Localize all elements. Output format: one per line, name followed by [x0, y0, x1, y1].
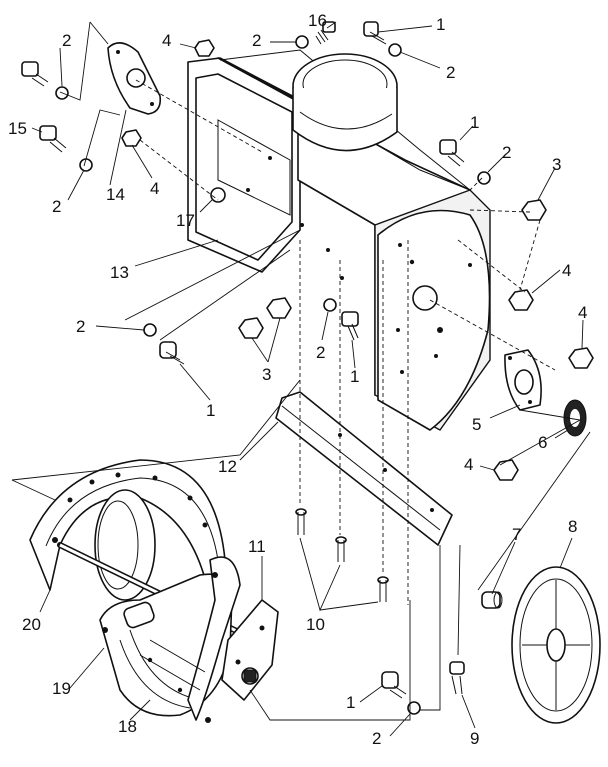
- callout-2: 2: [446, 63, 455, 82]
- carriage-bolt-10b: [335, 536, 347, 562]
- bolt-9: [449, 661, 465, 695]
- bolt-15b: [39, 125, 67, 153]
- bolt-1e: [381, 671, 407, 699]
- callout-leaders: [31, 21, 584, 737]
- bolt-1a: [363, 21, 387, 45]
- callout-2: 2: [62, 31, 71, 50]
- callout-16: 16: [308, 11, 327, 30]
- callout-5: 5: [472, 415, 481, 434]
- callout-13: 13: [110, 263, 129, 282]
- hardware: [21, 21, 594, 715]
- callout-1: 1: [436, 15, 445, 34]
- callout-2: 2: [316, 343, 325, 362]
- callout-3: 3: [262, 365, 271, 384]
- callout-17: 17: [176, 211, 195, 230]
- washer: [55, 35, 491, 715]
- carriage-bolt-10c: [377, 576, 389, 602]
- callout-1: 1: [350, 367, 359, 386]
- callout-7: 7: [512, 525, 521, 544]
- nut: [121, 39, 594, 481]
- carriage-bolt-10a: [295, 508, 307, 535]
- callout-2: 2: [372, 729, 381, 748]
- bolt-1b: [439, 139, 465, 167]
- callout-4: 4: [162, 31, 171, 50]
- assembly-lines: [11, 21, 591, 721]
- callout-2: 2: [76, 317, 85, 336]
- pulley-assembly: [481, 566, 601, 724]
- callout-18: 18: [118, 717, 137, 736]
- callout-1: 1: [470, 113, 479, 132]
- callout-9: 9: [470, 729, 479, 748]
- bearing-parts: [504, 349, 587, 437]
- callout-labels: 16 1 2 4 2 2 15 14 2 4 17 1 2 3 13 4 4 2…: [8, 11, 587, 748]
- callout-15: 15: [8, 119, 27, 138]
- callout-2: 2: [252, 31, 261, 50]
- callout-6: 6: [538, 433, 547, 452]
- bracket-14: [107, 42, 162, 115]
- callout-2: 2: [502, 143, 511, 162]
- callout-19: 19: [52, 679, 71, 698]
- callout-11: 11: [248, 537, 266, 556]
- bolt-17: [210, 187, 226, 203]
- callout-20: 20: [22, 615, 41, 634]
- auger-housing: [29, 459, 258, 643]
- bolt-15a: [21, 61, 49, 87]
- callout-4: 4: [150, 179, 159, 198]
- auger-assembly: [99, 556, 241, 723]
- callout-12: 12: [218, 457, 237, 476]
- callout-2: 2: [52, 197, 61, 216]
- callout-1: 1: [206, 401, 215, 420]
- callout-4: 4: [562, 261, 571, 280]
- housing-assembly: [187, 49, 491, 431]
- callout-1: 1: [346, 693, 355, 712]
- callout-4: 4: [464, 455, 473, 474]
- callout-3: 3: [552, 155, 561, 174]
- callout-8: 8: [568, 517, 577, 536]
- callout-4: 4: [578, 303, 587, 322]
- bolt-1d: [159, 341, 185, 365]
- callout-14: 14: [106, 185, 125, 204]
- callout-10: 10: [306, 615, 325, 634]
- bolt-1c: [341, 311, 359, 341]
